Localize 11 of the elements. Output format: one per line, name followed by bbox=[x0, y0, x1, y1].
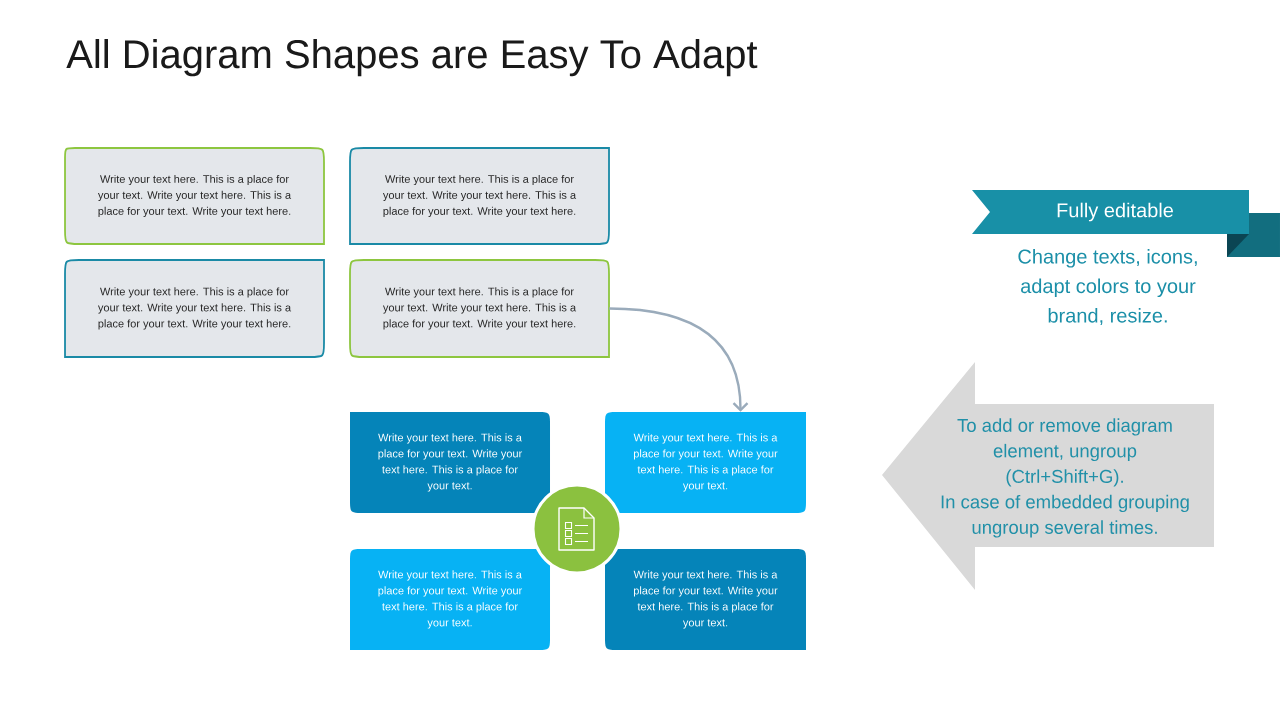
text-box: Write your text here. This is a place for your text. Write your text here. This is a place for your text. bbox=[350, 412, 550, 513]
text-box: Write your text here. This is a place for your text. Write your text here. This is a place for your text. bbox=[605, 412, 806, 513]
text-box: Write your text here. This is a place for your text. Write your text here. This is a place for your text. bbox=[605, 549, 806, 650]
title: All Diagram Shapes are Easy To Adapt bbox=[66, 39, 758, 77]
circle-badge bbox=[531, 483, 623, 575]
curved-arrow bbox=[609, 307, 749, 412]
text-box: Write your text here. This is a place for your text. Write your text here. This is a place for your text. bbox=[350, 549, 550, 650]
text-box: Write your text here. This is a place for your text. Write your text here. This is a place for your text. Write your text here. bbox=[64, 259, 325, 358]
text-box: Write your text here. This is a place for your text. Write your text here. This is a place for your text. Write your text here. bbox=[349, 259, 610, 358]
text-box: Write your text here. This is a place for your text. Write your text here. This is a place for your text. Write your text here. bbox=[349, 147, 610, 245]
text-box: Write your text here. This is a place for your text. Write your text here. This is a place for your text. Write your text here. bbox=[64, 147, 325, 245]
